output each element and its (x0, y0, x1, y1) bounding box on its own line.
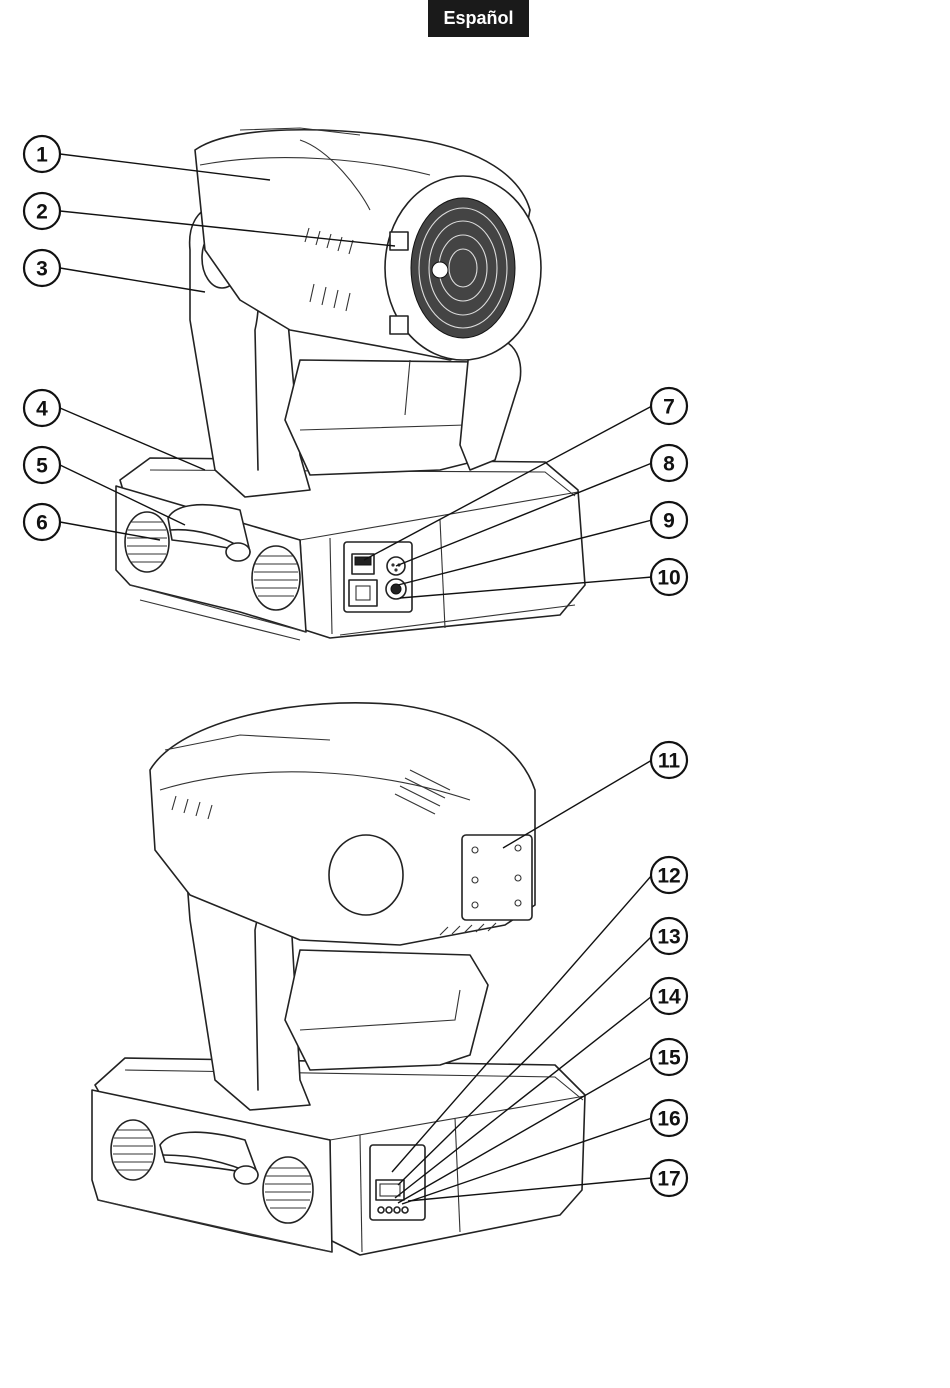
callout-11-label: 11 (658, 750, 681, 773)
callout-10: 10 (651, 559, 687, 595)
callout-14: 14 (651, 978, 687, 1014)
callout-7-label: 7 (663, 396, 675, 419)
callout-2: 2 (24, 193, 60, 229)
callout-16: 16 (651, 1100, 687, 1136)
rear-view-fixture (92, 703, 585, 1255)
callout-1: 1 (24, 136, 60, 172)
callout-14-label: 14 (657, 986, 681, 1009)
callout-5: 5 (24, 447, 60, 483)
rear-head-panel (462, 835, 532, 920)
rear-right-grille (263, 1157, 313, 1223)
callout-16-label: 16 (657, 1108, 680, 1131)
front-view-fixture (116, 128, 585, 640)
callout-7: 7 (651, 388, 687, 424)
callout-12-label: 12 (657, 865, 680, 888)
callout-17-label: 17 (657, 1168, 680, 1191)
front-left-grille (125, 512, 169, 572)
callout-13: 13 (651, 918, 687, 954)
rear-base (92, 1058, 585, 1255)
callout-2-label: 2 (36, 201, 48, 224)
rear-left-grille (111, 1120, 155, 1180)
callout-9: 9 (651, 502, 687, 538)
front-lens (385, 176, 541, 360)
rear-control-panel (370, 1145, 425, 1220)
callout-11: 11 (651, 742, 687, 778)
front-base (116, 458, 585, 640)
callout-4-label: 4 (36, 398, 48, 421)
callout-10-label: 10 (657, 567, 680, 590)
callout-17: 17 (651, 1160, 687, 1196)
front-right-grille (252, 546, 300, 610)
callout-13-label: 13 (657, 926, 680, 949)
callout-12: 12 (651, 857, 687, 893)
callout-1-label: 1 (36, 144, 48, 167)
callout-5-label: 5 (36, 455, 48, 478)
callout-3-label: 3 (36, 258, 48, 281)
callout-9-label: 9 (663, 510, 675, 533)
callout-15: 15 (651, 1039, 687, 1075)
callout-6-label: 6 (36, 512, 48, 535)
callout-8-label: 8 (663, 453, 675, 476)
callout-4: 4 (24, 390, 60, 426)
callout-8: 8 (651, 445, 687, 481)
callout-3: 3 (24, 250, 60, 286)
callout-15-label: 15 (657, 1047, 681, 1070)
callout-6: 6 (24, 504, 60, 540)
